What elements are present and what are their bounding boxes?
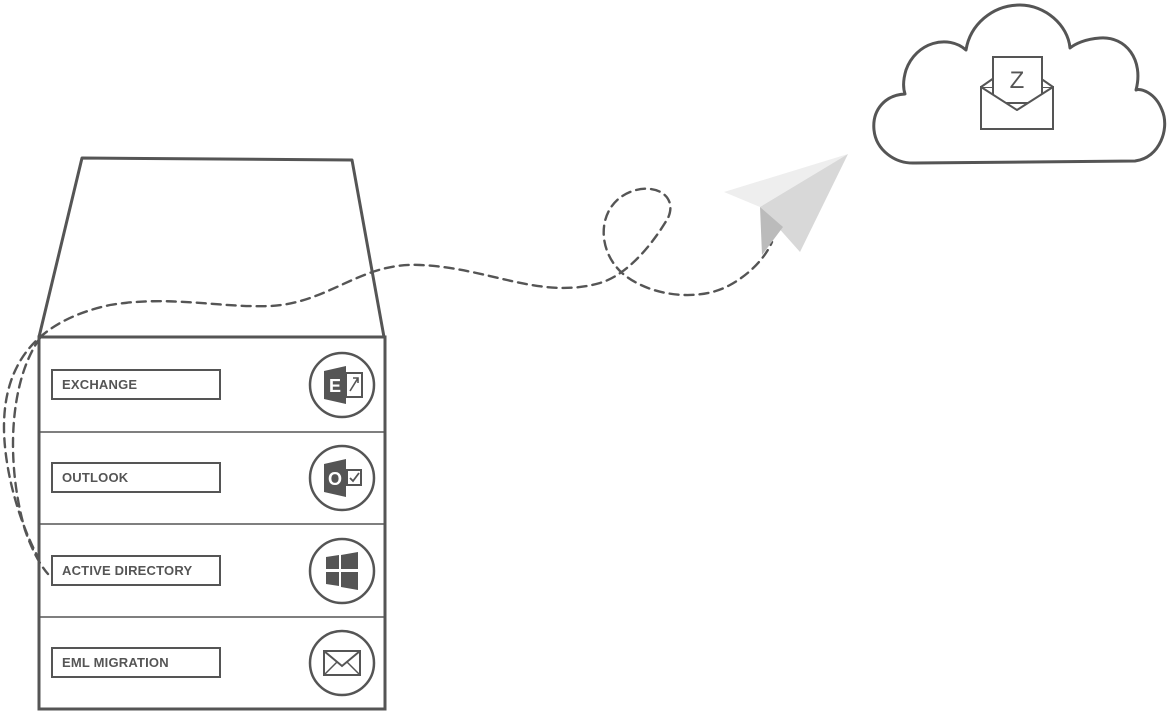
- server-label-text: OUTLOOK: [62, 470, 129, 485]
- server-label-text: EML MIGRATION: [62, 655, 169, 670]
- windows-icon: [308, 537, 376, 605]
- outlook-glyph: O: [328, 469, 342, 489]
- paper-plane-icon: [724, 154, 848, 255]
- server-top: [37, 156, 386, 339]
- server-label-text: EXCHANGE: [62, 377, 138, 392]
- server-label-active-directory: ACTIVE DIRECTORY: [51, 555, 221, 586]
- envelope-icon: [308, 629, 376, 697]
- server-label-text: ACTIVE DIRECTORY: [62, 563, 193, 578]
- server-label-eml-migration: EML MIGRATION: [51, 647, 221, 678]
- flight-path-front: [11, 336, 50, 576]
- server-label-exchange: EXCHANGE: [51, 369, 221, 400]
- outlook-icon: O: [308, 444, 376, 512]
- open-envelope-icon: Z: [980, 56, 1054, 130]
- exchange-icon: E: [308, 351, 376, 419]
- server-label-outlook: OUTLOOK: [51, 462, 221, 493]
- exchange-glyph: E: [329, 376, 341, 396]
- flight-path: [2, 187, 774, 576]
- letter-mark: Z: [1010, 67, 1025, 94]
